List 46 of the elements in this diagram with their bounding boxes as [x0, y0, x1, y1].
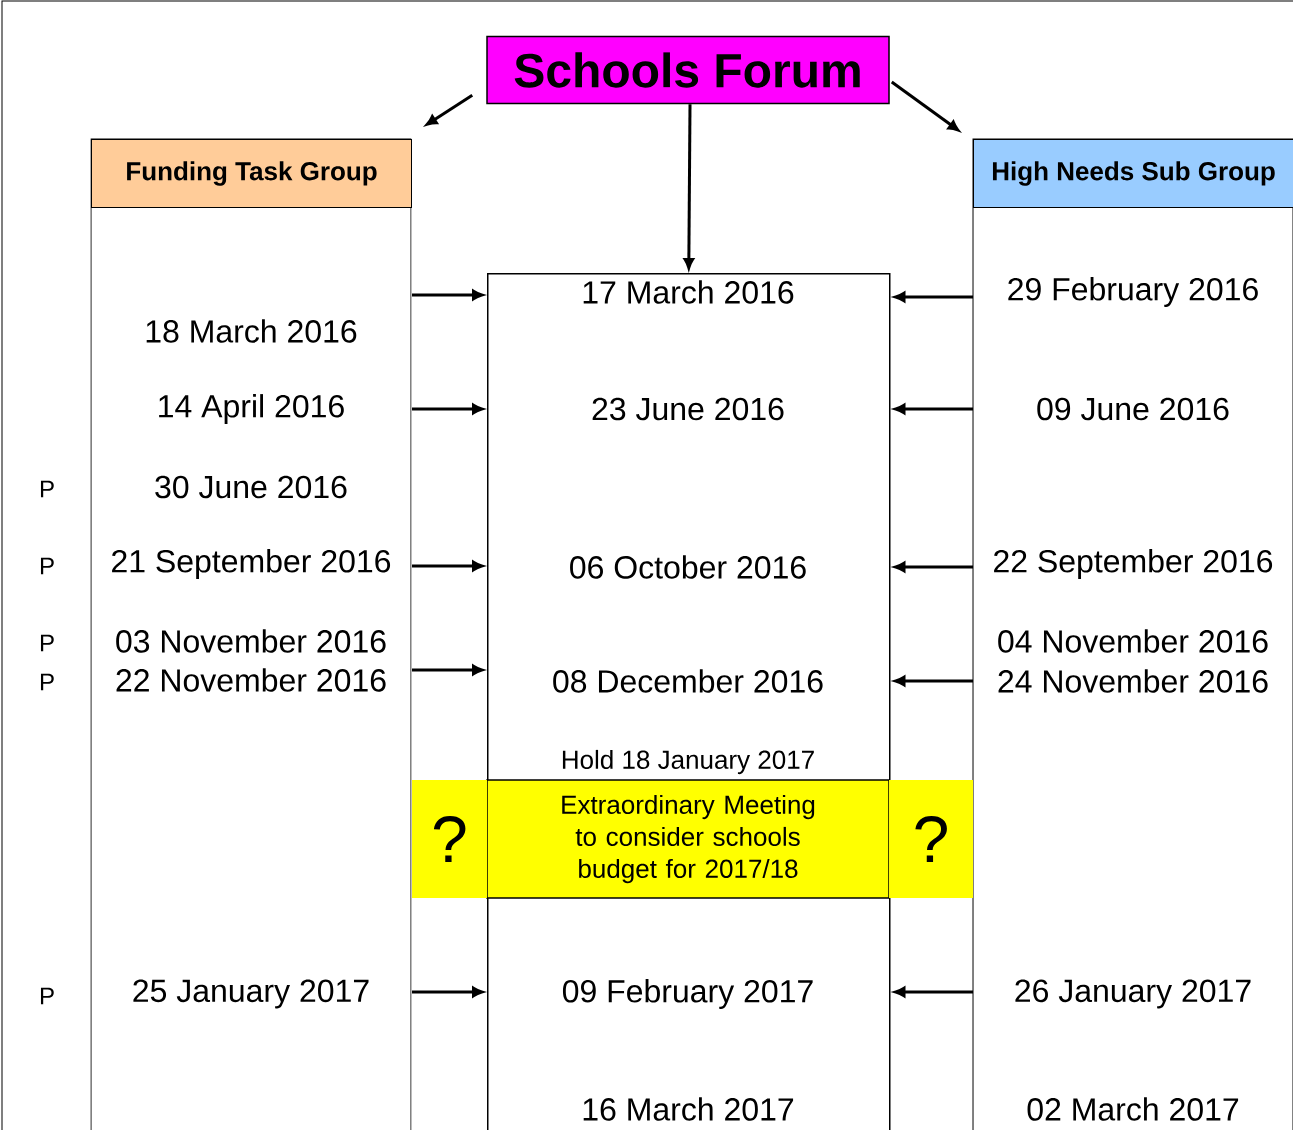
- arrow: [894, 403, 973, 415]
- arrow: [412, 289, 484, 301]
- date-text: 04 November 2016: [998, 629, 1268, 653]
- date-text: 18 March 2016: [146, 319, 357, 343]
- arrow: [412, 664, 484, 676]
- date-text: 24 November 2016: [998, 669, 1268, 693]
- arrow: [894, 986, 973, 998]
- status-letter: P: [40, 634, 54, 652]
- arrow: [894, 561, 973, 573]
- node-label: ?: [433, 815, 466, 863]
- title-box: Schools Forum: [486, 35, 890, 105]
- group-header: Funding Task Group: [91, 139, 412, 208]
- meeting-column: [487, 273, 891, 1130]
- date-text: 23 June 2016: [592, 397, 784, 421]
- arrow: [894, 675, 973, 687]
- date-text: 03 November 2016: [116, 629, 386, 653]
- date-text: 25 January 2017: [133, 979, 369, 1009]
- date-text: 22 November 2016: [116, 668, 386, 692]
- date-text: 08 December 2016: [553, 669, 823, 693]
- status-letter: P: [40, 673, 54, 691]
- date-text: 17 March 2016: [583, 280, 794, 304]
- date-text: 09 June 2016: [1037, 397, 1229, 421]
- group-header: High Needs Sub Group: [973, 139, 1293, 208]
- arrow: [412, 560, 484, 572]
- arrow: [890, 80, 960, 132]
- question-band: ?: [412, 780, 487, 898]
- date-text: 29 February 2016: [1008, 277, 1258, 307]
- arrow: [412, 986, 484, 998]
- status-letter: P: [40, 480, 54, 498]
- date-text: 26 January 2017: [1015, 979, 1251, 1009]
- date-text: 22 September 2016: [994, 549, 1273, 579]
- question-band: ?: [889, 780, 973, 898]
- date-text: 21 September 2016: [112, 549, 391, 579]
- status-letter: P: [40, 557, 54, 575]
- date-text: 02 March 2017: [1027, 1097, 1239, 1121]
- date-text: 30 June 2016: [155, 475, 347, 499]
- date-text: Hold 18 January 2017: [562, 749, 814, 775]
- date-text: 06 October 2016: [570, 555, 806, 579]
- status-letter: P: [40, 987, 54, 1005]
- arrow: [412, 403, 484, 415]
- node-label: ?: [915, 815, 947, 863]
- arrow: [683, 104, 695, 270]
- date-text: 09 February 2017: [562, 979, 813, 1009]
- arrow: [894, 291, 973, 303]
- date-text: 14 April 2016: [159, 394, 344, 424]
- date-text: 16 March 2017: [583, 1097, 794, 1121]
